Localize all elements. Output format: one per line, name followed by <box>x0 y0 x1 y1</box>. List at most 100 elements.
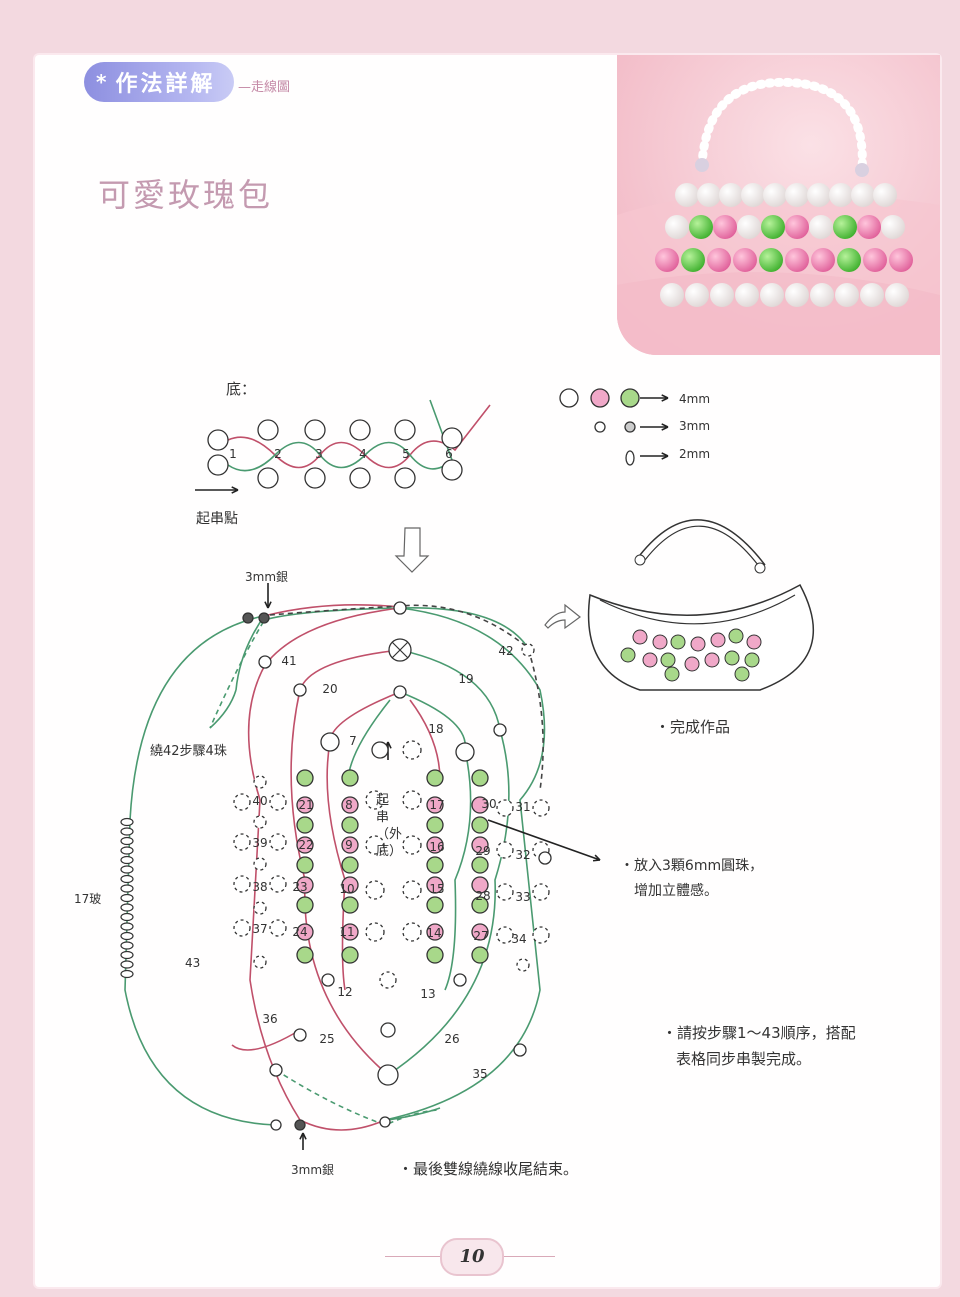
bead <box>471 816 489 834</box>
bead <box>471 836 489 854</box>
photo-silver-bead <box>695 158 709 172</box>
bead <box>394 467 416 489</box>
bead <box>538 851 552 865</box>
legend-size-2mm: 2mm <box>679 447 711 461</box>
thread-path <box>384 607 546 1121</box>
bead <box>269 919 287 937</box>
base-label: 底： <box>226 380 257 398</box>
purse-bead <box>620 647 636 663</box>
bead <box>379 971 397 989</box>
bead <box>402 835 422 855</box>
bead <box>471 856 489 874</box>
photo-bead <box>833 215 857 239</box>
bead <box>233 919 251 937</box>
flow-arrow-icon <box>544 603 581 630</box>
purse-ring <box>754 562 766 574</box>
thread-path <box>227 404 491 469</box>
bead <box>455 742 475 762</box>
bead <box>207 454 229 476</box>
section-header-badge: * 作法詳解 <box>84 62 234 102</box>
bead <box>294 1119 306 1131</box>
bead <box>296 946 314 964</box>
bead <box>341 836 359 854</box>
bead <box>380 1022 396 1038</box>
bead <box>341 816 359 834</box>
bead <box>496 883 514 901</box>
photo-bead <box>759 248 783 272</box>
section-subtag: —走線圖 <box>238 80 291 95</box>
photo-bead <box>881 215 905 239</box>
bead <box>393 601 407 615</box>
glass-bead <box>120 884 134 893</box>
photo-bead <box>807 183 831 207</box>
step-number: 16 <box>429 840 445 854</box>
bead <box>471 896 489 914</box>
purse-bead <box>642 652 658 668</box>
bead <box>341 796 359 814</box>
bead <box>532 883 550 901</box>
photo-bead <box>863 248 887 272</box>
step-number: 36 <box>262 1012 278 1026</box>
bead <box>349 467 371 489</box>
step-number: 9 <box>345 838 353 852</box>
bead <box>349 419 371 441</box>
photo-bead <box>681 248 705 272</box>
step-number: 4 <box>359 447 367 461</box>
photo-bead <box>685 283 709 307</box>
purse-bead <box>744 652 760 668</box>
bead <box>365 790 385 810</box>
glass-bead <box>120 893 134 903</box>
purse-handle <box>644 525 759 566</box>
arrow-head <box>264 601 272 609</box>
bead <box>402 922 422 942</box>
bead <box>471 923 489 941</box>
arrow-head <box>661 452 669 460</box>
bead <box>258 612 270 624</box>
bead <box>471 769 489 787</box>
bead <box>341 856 359 874</box>
purse-bead <box>670 634 686 650</box>
photo-bead <box>689 215 713 239</box>
step-number: 29 <box>475 844 491 858</box>
step-number: 40 <box>252 794 268 808</box>
purse-bead <box>664 666 680 682</box>
bead <box>426 876 444 894</box>
page-number-rule-right <box>500 1256 555 1257</box>
bead <box>532 799 550 817</box>
photo-bead <box>741 183 765 207</box>
bead <box>371 741 389 759</box>
step-number: 37 <box>252 922 268 936</box>
step-number: 35 <box>472 1067 488 1081</box>
bead <box>304 467 326 489</box>
thread-path <box>409 699 441 781</box>
step-number: 21 <box>298 798 314 812</box>
step-number: 31 <box>515 800 531 814</box>
photo-silver-bead <box>855 163 869 177</box>
step-number: 17 <box>429 798 445 812</box>
bead <box>453 973 467 987</box>
step-number: 22 <box>298 838 314 852</box>
step-number: 32 <box>515 848 531 862</box>
photo-bead <box>697 183 721 207</box>
photo-bead <box>675 183 699 207</box>
photo-bead <box>857 215 881 239</box>
step-number: 11 <box>339 925 355 939</box>
step-number: 18 <box>428 722 444 736</box>
glass17-label: 17玻 <box>74 892 102 906</box>
step-number: 13 <box>420 987 436 1001</box>
thread-path <box>326 691 401 991</box>
step-number: 19 <box>458 672 474 686</box>
glass-bead <box>120 827 134 836</box>
cross-mark <box>391 641 409 659</box>
bead <box>296 876 314 894</box>
thread-path <box>227 399 453 472</box>
step-number: 42 <box>498 644 514 658</box>
step-number: 5 <box>402 447 410 461</box>
bead <box>496 841 514 859</box>
step-number: 39 <box>252 836 268 850</box>
star-icon: * <box>96 70 110 94</box>
bead <box>532 926 550 944</box>
photo-bead <box>707 248 731 272</box>
dashed-thread <box>269 604 544 791</box>
photo-bead <box>735 283 759 307</box>
